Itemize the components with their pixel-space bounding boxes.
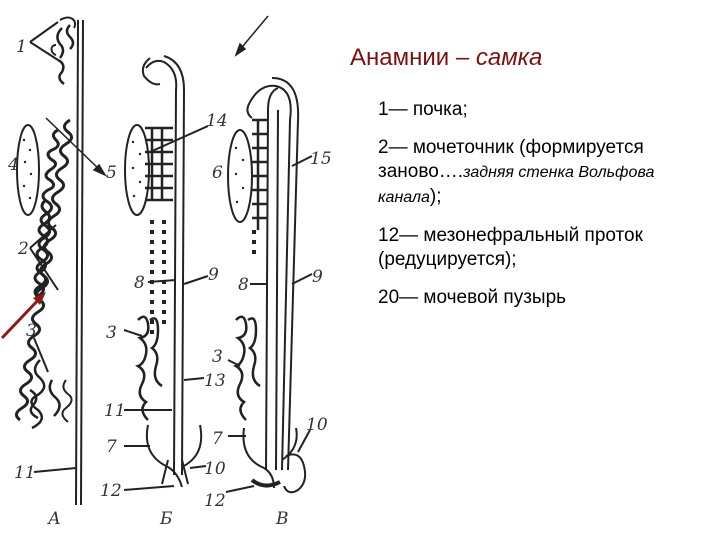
slide-title: Анамнии – самка — [350, 44, 710, 72]
panel-b-letter: Б — [159, 509, 173, 529]
label-9-v: 9 — [312, 267, 323, 287]
label-8-v: 8 — [238, 275, 249, 295]
label-4: 4 — [7, 155, 19, 175]
legend-item-2-close: ); — [429, 186, 442, 207]
panel-a-letter: А — [47, 509, 61, 529]
legend-item-2: 2— мочеточник (формируется заново….задня… — [378, 136, 710, 210]
label-13: 13 — [204, 371, 226, 391]
label-9-b: 9 — [208, 265, 219, 285]
label-10-b: 10 — [204, 459, 226, 479]
panel-v-letter: В — [275, 509, 289, 529]
label-6: 6 — [212, 163, 223, 183]
label-10-v: 10 — [306, 415, 328, 435]
legend-item-3: 12— мезонефральный проток (редуцируется)… — [378, 224, 710, 272]
label-14: 14 — [206, 111, 228, 131]
legend-item-2-text: 2— мочеточник (формируется заново…. — [378, 137, 644, 182]
panel-a-figure — [15, 16, 84, 506]
label-11-b: 11 — [104, 401, 126, 421]
black-arrows — [45, 15, 269, 177]
legend-item-1-text: 1— почка; — [378, 99, 468, 120]
kidney-dots — [22, 138, 245, 204]
red-arrow — [0, 292, 46, 340]
label-3-b: 3 — [106, 323, 117, 343]
title-italic: самка — [475, 44, 543, 71]
kidney-ducts-diagram: 1 4 2 3 11 А 5 14 8 9 3 13 11 7 10 12 Б … — [0, 15, 332, 529]
legend-item-3-text: 12— мезонефральный проток (редуцируется)… — [378, 225, 643, 270]
label-15: 15 — [310, 149, 332, 169]
label-3-v: 3 — [212, 347, 223, 367]
legend-item-1: 1— почка; — [378, 98, 710, 122]
label-5: 5 — [106, 163, 117, 183]
legend-item-4: 20— мочевой пузырь — [378, 286, 710, 310]
label-7-v: 7 — [212, 429, 223, 449]
label-8-b: 8 — [134, 273, 145, 293]
label-3-a: 3 — [26, 321, 37, 341]
label-1: 1 — [16, 37, 27, 57]
label-12-v: 12 — [204, 491, 226, 511]
legend-item-4-text: 20— мочевой пузырь — [378, 287, 567, 308]
label-12-b: 12 — [100, 481, 122, 501]
label-11-a: 11 — [14, 463, 36, 483]
panel-a-kidney-shape — [16, 124, 40, 216]
legend-item-2-italic: задняя стенка Вольфова канала — [378, 164, 655, 206]
label-7-b: 7 — [106, 437, 117, 457]
panel-v-figure — [225, 77, 313, 494]
panel-b-figure — [123, 55, 209, 491]
label-2: 2 — [17, 239, 29, 259]
legend-panel: Анамнии – самка 1— почка; 2— мочеточник … — [350, 44, 710, 324]
title-plain: Анамнии – — [350, 44, 476, 71]
